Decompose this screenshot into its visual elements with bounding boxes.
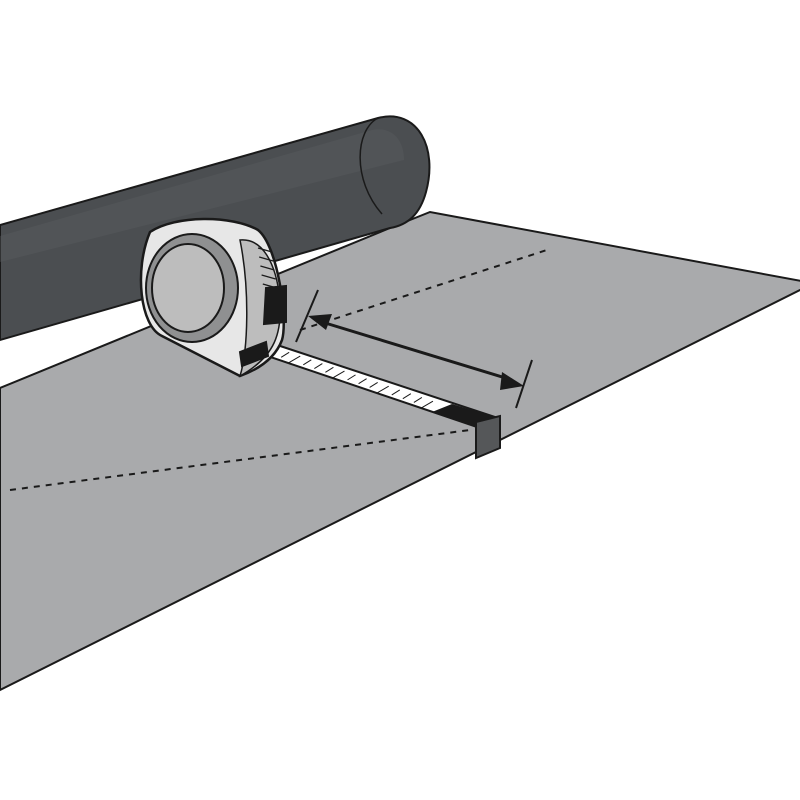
- case-side-panel: [238, 239, 282, 378]
- tape-tick: [402, 393, 412, 400]
- dimension-arrow-left: [308, 314, 332, 330]
- roll-highlight: [0, 129, 404, 262]
- tape-tick: [332, 370, 345, 379]
- grip-rib: [259, 256, 274, 262]
- tape-blade: [241, 338, 501, 460]
- tape-tick: [287, 355, 301, 364]
- dimension-tick-right: [515, 359, 533, 409]
- tape-tick: [280, 351, 290, 358]
- tape-tick: [420, 400, 434, 409]
- grip-rib: [261, 274, 276, 280]
- grip-rib: [260, 265, 275, 271]
- case-tape-mouth: [238, 340, 270, 368]
- tape-measure-case: [139, 217, 287, 378]
- dimension-indicator: [295, 289, 533, 409]
- tape-tick: [369, 381, 378, 388]
- dimension-tick-left: [295, 289, 319, 343]
- tape-tick: [347, 374, 356, 381]
- dimension-line: [321, 320, 513, 382]
- tape-tick: [314, 363, 323, 370]
- roll-end-outline: [359, 117, 383, 215]
- tape-tick: [358, 378, 367, 385]
- tape-tick: [391, 389, 401, 396]
- tape-hook: [475, 414, 501, 460]
- tape-tick: [413, 397, 423, 403]
- tape-tick: [303, 359, 312, 366]
- tape-tick: [376, 385, 389, 394]
- grip-rib: [257, 247, 273, 253]
- tape-lock-button: [262, 284, 287, 326]
- case-disc: [151, 243, 225, 333]
- tape-tick: [325, 366, 334, 373]
- dashed-guide-upper: [299, 248, 551, 331]
- dashed-guide-lower: [9, 429, 471, 491]
- dimension-arrow-right: [500, 372, 524, 390]
